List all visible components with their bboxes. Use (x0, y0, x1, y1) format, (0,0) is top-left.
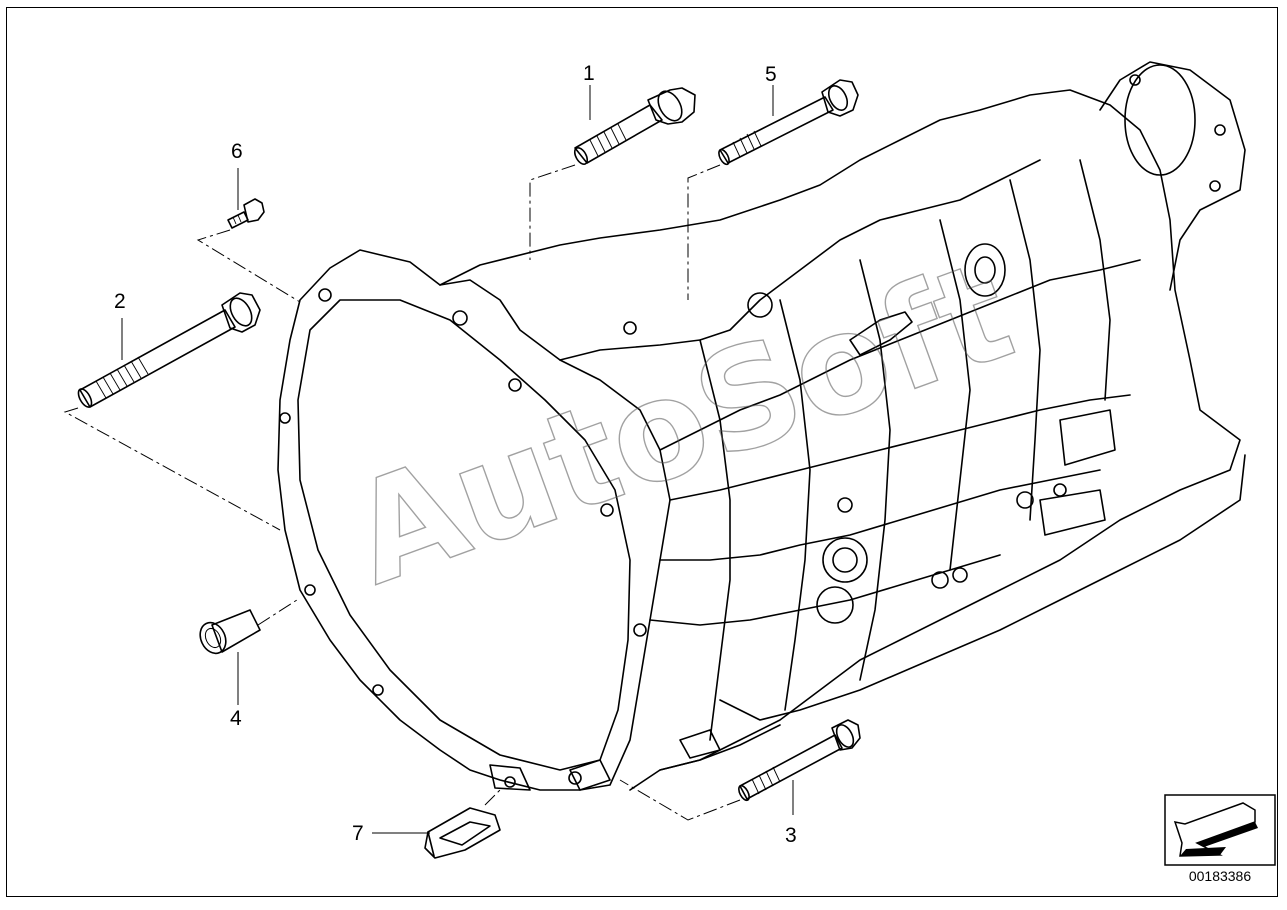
watermark: AutoSoft (331, 229, 1032, 616)
svg-text:AutoSoft: AutoSoft (331, 230, 1031, 616)
diagram-frame (6, 7, 1278, 897)
callout-labels: 1 2 3 4 5 6 7 (114, 62, 797, 847)
part-3-bolt (619, 719, 861, 821)
callout-5: 5 (765, 63, 777, 86)
part-5-bolt (687, 79, 859, 300)
orientation-arrow-box (1164, 794, 1276, 866)
callout-2: 2 (114, 290, 126, 313)
callout-7: 7 (352, 822, 364, 845)
callout-4: 4 (230, 707, 242, 730)
part-1-bolt (529, 85, 696, 260)
document-number: 00183386 (1188, 868, 1252, 884)
part-4-sleeve (199, 597, 301, 705)
transmission-housing (277, 61, 1246, 791)
callout-1: 1 (583, 62, 595, 85)
arrow-down-left-icon (1173, 802, 1258, 857)
part-2-bolt (63, 292, 281, 531)
callout-6: 6 (231, 140, 243, 163)
part-6-bolt (196, 168, 301, 303)
part-7-clip (372, 789, 501, 859)
callout-3: 3 (785, 824, 797, 847)
